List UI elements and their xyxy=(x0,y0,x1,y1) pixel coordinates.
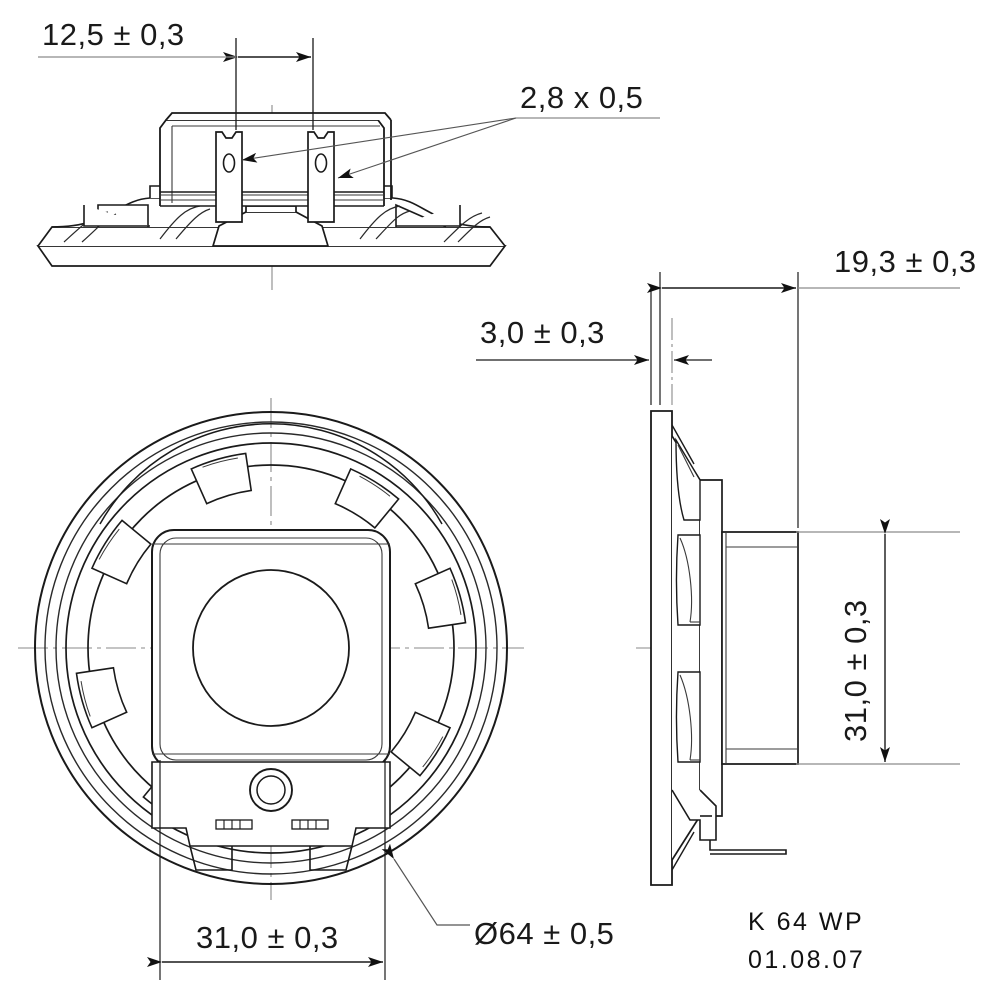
top-view-cone-lines xyxy=(160,125,384,203)
dimension-label-terminal-size: 2,8 x 0,5 xyxy=(520,80,643,115)
front-view-bottom-arcs xyxy=(99,423,443,525)
dimension-flange-thickness: 3,0 ± 0,3 xyxy=(476,290,712,405)
title-block: K 64 WP 01.08.07 xyxy=(748,908,865,974)
terminal-tab-left xyxy=(215,131,243,223)
dimension-height-overall: 12,5 ± 0,3 xyxy=(38,17,314,130)
drawing-date: 01.08.07 xyxy=(748,946,865,974)
dimension-outer-diameter: Ø64 ± 0,5 xyxy=(381,843,614,951)
dimension-terminal-size: 2,8 x 0,5 xyxy=(241,80,660,179)
side-view-magnet-cylinder xyxy=(721,531,799,765)
top-view-step-blocks xyxy=(83,205,461,227)
side-view-flange-plate xyxy=(650,410,673,886)
dimension-label-mounting-width: 31,0 ± 0,3 xyxy=(196,920,339,955)
dimension-label-outer-diameter: Ø64 ± 0,5 xyxy=(474,916,614,951)
front-view xyxy=(18,398,524,900)
dimension-mounting-width: 31,0 ± 0,3 xyxy=(147,760,386,980)
side-view-terminal-bracket xyxy=(671,789,787,855)
side-view-vent-slot-edges xyxy=(677,444,700,761)
dimension-label-height-overall: 12,5 ± 0,3 xyxy=(42,17,185,52)
dimension-label-basket-height: 31,0 ± 0,3 xyxy=(838,599,873,742)
side-view-top-chamfer xyxy=(671,424,695,871)
front-view-cone-circle xyxy=(192,569,350,727)
side-view-vent-slots xyxy=(675,437,701,763)
part-title: K 64 WP xyxy=(748,908,864,936)
side-section-view xyxy=(636,410,800,886)
terminal-tab-right xyxy=(307,131,335,223)
top-view-rails xyxy=(160,191,384,207)
front-view-terminal-plate xyxy=(151,761,391,847)
dimension-label-flange-thickness: 3,0 ± 0,3 xyxy=(480,315,605,350)
front-view-lower-legs xyxy=(189,845,353,871)
front-view-rim-circles xyxy=(34,411,508,885)
side-view-magnet-inner-lines xyxy=(725,532,798,764)
top-section-view xyxy=(36,105,507,290)
dimension-basket-height: 31,0 ± 0,3 xyxy=(796,519,960,765)
dimension-depth-overall: 19,3 ± 0,3 xyxy=(647,244,977,528)
front-view-connector-pads xyxy=(215,819,329,830)
dimension-label-depth-overall: 19,3 ± 0,3 xyxy=(834,244,977,279)
